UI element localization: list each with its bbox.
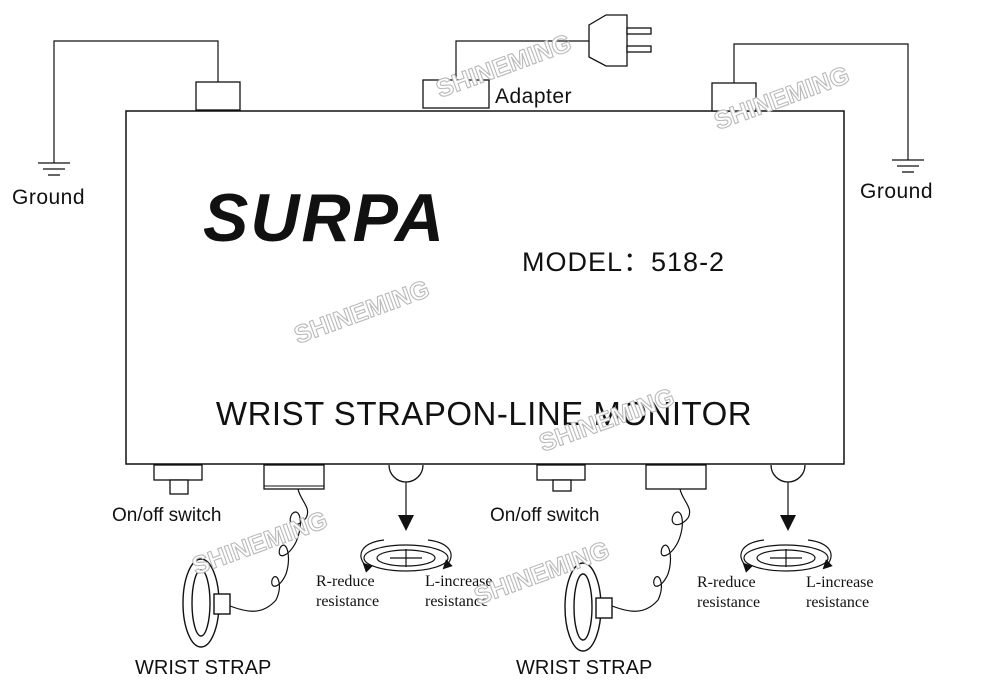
wrist-strap-2	[564, 562, 613, 652]
knob-1[interactable]	[388, 464, 424, 483]
knob-right-line2-1: resistance	[425, 593, 488, 610]
coil-cord-2	[611, 488, 691, 612]
wrist-strap-1	[182, 558, 231, 648]
ground-label-left: Ground	[12, 186, 85, 209]
knob-left-line2-2: resistance	[697, 594, 760, 611]
adjust-dial-1[interactable]	[360, 539, 453, 573]
adapter-label: Adapter	[495, 85, 572, 108]
knob-right-line1-1: L-increase	[425, 573, 493, 590]
strap-jack-2	[645, 464, 707, 490]
knob-left-line1-1: R-reduce	[316, 573, 375, 590]
knob-left-line1-2: R-reduce	[697, 574, 756, 591]
model-label: MODEL：518-2	[522, 247, 725, 277]
down-arrow-icon-2	[780, 515, 796, 531]
channel-2: On/off switch WRIST STRAP R-reduce resis…	[490, 464, 874, 679]
adjust-dial-2[interactable]	[740, 539, 833, 573]
adapter-plug-icon	[588, 14, 652, 67]
ground-label-right: Ground	[860, 180, 933, 203]
knob-right-line1-2: L-increase	[806, 574, 874, 591]
down-arrow-icon-1	[398, 515, 414, 531]
coil-cord-1	[229, 488, 309, 612]
adapter-jack	[422, 79, 490, 109]
ground-symbol-right	[892, 159, 924, 173]
wrist-strap-label-1: WRIST STRAP	[135, 657, 271, 679]
brand-logo: SURPA	[203, 180, 446, 256]
channel-1: On/off switch WRIST STRAP R-reduce resis…	[112, 464, 493, 679]
onoff-switch-label-2: On/off switch	[490, 505, 599, 526]
adapter-wire	[455, 40, 590, 80]
onoff-switch-label-1: On/off switch	[112, 505, 221, 526]
onoff-switch-1[interactable]	[153, 464, 203, 495]
knob-right-line2-2: resistance	[806, 594, 869, 611]
ground-jack-left	[195, 81, 241, 111]
knob-2[interactable]	[770, 464, 806, 483]
device-title: WRIST STRAPON-LINE MONITOR	[216, 395, 752, 432]
ground-wire-left	[53, 40, 219, 163]
wrist-strap-label-2: WRIST STRAP	[516, 657, 652, 679]
ground-wire-right	[733, 43, 909, 160]
knob-left-line2-1: resistance	[316, 593, 379, 610]
ground-symbol-left	[38, 162, 70, 176]
monitor-body	[125, 110, 845, 465]
strap-jack-1	[263, 464, 325, 490]
onoff-switch-2[interactable]	[536, 464, 586, 492]
